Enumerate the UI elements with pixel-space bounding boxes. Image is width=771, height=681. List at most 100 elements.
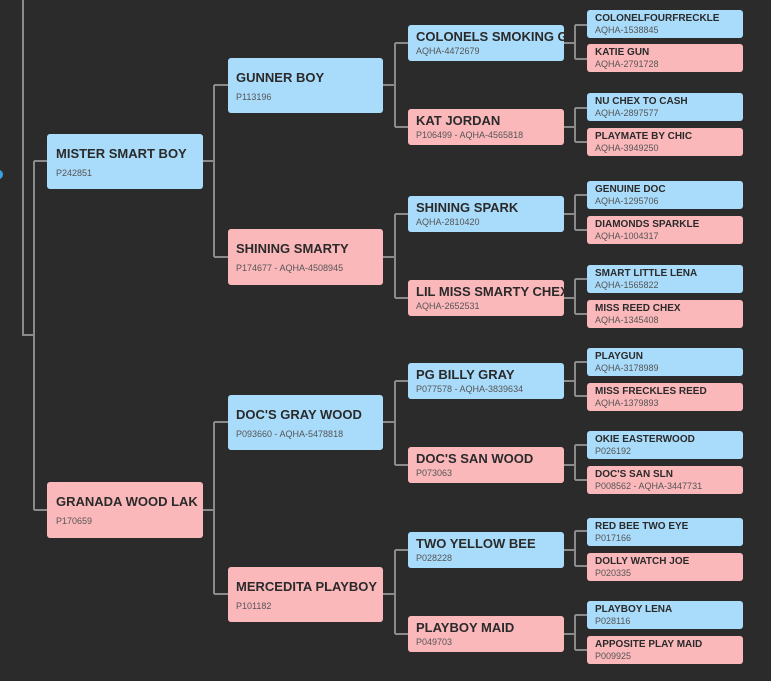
registration-number: AQHA-2791728 bbox=[595, 59, 659, 69]
horse-name: MISS FRECKLES REED bbox=[595, 386, 707, 397]
gen4-card-13[interactable]: RED BEE TWO EYE P017166 bbox=[587, 518, 743, 546]
gen2-bracket-3 bbox=[383, 380, 408, 466]
horse-name: SMART LITTLE LENA bbox=[595, 268, 698, 279]
registration-number: P008562 - AQHA-3447731 bbox=[595, 481, 703, 491]
horse-name: PG BILLY GRAY bbox=[416, 367, 515, 382]
dam-dam-card[interactable]: MERCEDITA PLAYBOY P101182 bbox=[228, 567, 383, 622]
gen1-bracket bbox=[33, 160, 47, 511]
gen3-card-3[interactable]: SHINING SPARK AQHA-2810420 bbox=[408, 196, 564, 232]
horse-name: COLONELS SMOKING GU bbox=[416, 29, 564, 44]
horse-name: DOLLY WATCH JOE bbox=[595, 556, 690, 567]
gen4-card-9[interactable]: PLAYGUN AQHA-3178989 bbox=[587, 348, 743, 376]
registration-number: P174677 - AQHA-4508945 bbox=[236, 263, 344, 273]
gen4-card-14[interactable]: DOLLY WATCH JOE P020335 bbox=[587, 553, 743, 581]
horse-name: TWO YELLOW BEE bbox=[416, 536, 536, 551]
registration-number: AQHA-3178989 bbox=[595, 363, 659, 373]
registration-number: AQHA-1379893 bbox=[595, 398, 659, 408]
horse-name: SHINING SMARTY bbox=[236, 241, 349, 256]
sire-dam-card[interactable]: SHINING SMARTY P174677 - AQHA-4508945 bbox=[228, 229, 383, 285]
gen4-card-12[interactable]: DOC'S SAN SLN P008562 - AQHA-3447731 bbox=[587, 466, 743, 494]
gen4-card-1[interactable]: COLONELFOURFRECKLE AQHA-1538845 bbox=[587, 10, 743, 38]
gen4-card-6[interactable]: DIAMONDS SPARKLE AQHA-1004317 bbox=[587, 216, 743, 244]
horse-name: MERCEDITA PLAYBOY bbox=[236, 579, 378, 594]
sire-card[interactable]: MISTER SMART BOY P242851 bbox=[47, 134, 203, 189]
registration-number: P113196 bbox=[236, 92, 272, 102]
gen4-card-15[interactable]: PLAYBOY LENA P028116 bbox=[587, 601, 743, 629]
horse-name: COLONELFOURFRECKLE bbox=[595, 13, 720, 24]
gen2-bracket-1 bbox=[383, 42, 408, 128]
horse-name: PLAYBOY LENA bbox=[595, 604, 673, 615]
gen4-card-16[interactable]: APPOSITE PLAY MAID P009925 bbox=[587, 636, 743, 664]
registration-number: AQHA-4472679 bbox=[416, 46, 480, 56]
horse-name: OKIE EASTERWOOD bbox=[595, 434, 695, 445]
registration-number: P049703 bbox=[416, 637, 453, 647]
sire-bracket bbox=[203, 84, 228, 258]
gen3-card-8[interactable]: PLAYBOY MAID P049703 bbox=[408, 616, 564, 652]
gen3-bracket-7 bbox=[564, 530, 587, 567]
registration-number: P073063 bbox=[416, 468, 453, 478]
horse-name: NU CHEX TO CASH bbox=[595, 96, 688, 107]
gen3-bracket-5 bbox=[564, 361, 587, 397]
gen4-card-10[interactable]: MISS FRECKLES REED AQHA-1379893 bbox=[587, 383, 743, 411]
gen3-card-4[interactable]: LIL MISS SMARTY CHEX AQHA-2652531 bbox=[408, 280, 564, 316]
gen3-bracket-6 bbox=[564, 444, 587, 481]
gen4-card-4[interactable]: PLAYMATE BY CHIC AQHA-3949250 bbox=[587, 128, 743, 156]
registration-number: P020335 bbox=[595, 568, 632, 578]
horse-name: DOC'S GRAY WOOD bbox=[236, 407, 362, 422]
registration-number: P093660 - AQHA-5478818 bbox=[236, 429, 344, 439]
horse-name: DOC'S SAN WOOD bbox=[416, 451, 534, 466]
registration-number: P017166 bbox=[595, 533, 632, 543]
horse-name: PLAYMATE BY CHIC bbox=[595, 131, 693, 142]
gen3-bracket-2 bbox=[564, 107, 587, 143]
registration-number: AQHA-1565822 bbox=[595, 280, 659, 290]
registration-number: P106499 - AQHA-4565818 bbox=[416, 130, 524, 140]
registration-number: P028228 bbox=[416, 553, 453, 563]
dam-sire-card[interactable]: DOC'S GRAY WOOD P093660 - AQHA-5478818 bbox=[228, 395, 383, 450]
horse-name: APPOSITE PLAY MAID bbox=[595, 639, 703, 650]
gen3-card-7[interactable]: TWO YELLOW BEE P028228 bbox=[408, 532, 564, 568]
gen4-card-3[interactable]: NU CHEX TO CASH AQHA-2897577 bbox=[587, 93, 743, 121]
registration-number: P101182 bbox=[236, 601, 272, 611]
registration-number: AQHA-3949250 bbox=[595, 143, 659, 153]
horse-name: KAT JORDAN bbox=[416, 113, 501, 128]
horse-name: SHINING SPARK bbox=[416, 200, 519, 215]
horse-name: GUNNER BOY bbox=[236, 70, 325, 85]
horse-name: PLAYBOY MAID bbox=[416, 620, 515, 635]
dam-card[interactable]: GRANADA WOOD LAK P170659 bbox=[47, 482, 203, 538]
gen4-card-8[interactable]: MISS REED CHEX AQHA-1345408 bbox=[587, 300, 743, 328]
gen4-card-7[interactable]: SMART LITTLE LENA AQHA-1565822 bbox=[587, 265, 743, 293]
gen3-card-6[interactable]: DOC'S SAN WOOD P073063 bbox=[408, 447, 564, 483]
horse-name: PLAYGUN bbox=[595, 351, 643, 362]
registration-number: AQHA-2897577 bbox=[595, 108, 659, 118]
gen2-bracket-2 bbox=[383, 213, 408, 299]
horse-name: RED BEE TWO EYE bbox=[595, 521, 689, 532]
horse-name: MISS REED CHEX bbox=[595, 303, 681, 314]
gen3-card-2[interactable]: KAT JORDAN P106499 - AQHA-4565818 bbox=[408, 109, 564, 145]
gen2-bracket-4 bbox=[383, 549, 408, 635]
registration-number: P028116 bbox=[595, 616, 631, 626]
registration-number: P077578 - AQHA-3839634 bbox=[416, 384, 524, 394]
sire-sire-card[interactable]: GUNNER BOY P113196 bbox=[228, 58, 383, 113]
gen3-card-1[interactable]: COLONELS SMOKING GU AQHA-4472679 bbox=[408, 25, 564, 61]
dam-bracket bbox=[203, 421, 228, 595]
horse-name: DIAMONDS SPARKLE bbox=[595, 219, 700, 230]
gen3-bracket-3 bbox=[564, 194, 587, 231]
gen4-card-5[interactable]: GENUINE DOC AQHA-1295706 bbox=[587, 181, 743, 209]
horse-name: GRANADA WOOD LAK bbox=[56, 494, 198, 509]
gen3-bracket-1 bbox=[564, 24, 587, 60]
registration-number: AQHA-2810420 bbox=[416, 217, 480, 227]
registration-number: AQHA-1295706 bbox=[595, 196, 659, 206]
gen4-card-2[interactable]: KATIE GUN AQHA-2791728 bbox=[587, 44, 743, 72]
gen3-card-5[interactable]: PG BILLY GRAY P077578 - AQHA-3839634 bbox=[408, 363, 564, 399]
horse-name: DOC'S SAN SLN bbox=[595, 469, 673, 480]
expand-handle-icon[interactable] bbox=[0, 170, 3, 179]
gen3-bracket-4 bbox=[564, 278, 587, 315]
registration-number: AQHA-1004317 bbox=[595, 231, 659, 241]
horse-name: GENUINE DOC bbox=[595, 184, 666, 195]
registration-number: P009925 bbox=[595, 651, 632, 661]
registration-number: P170659 bbox=[56, 516, 93, 526]
gen4-card-11[interactable]: OKIE EASTERWOOD P026192 bbox=[587, 431, 743, 459]
registration-number: AQHA-2652531 bbox=[416, 301, 480, 311]
